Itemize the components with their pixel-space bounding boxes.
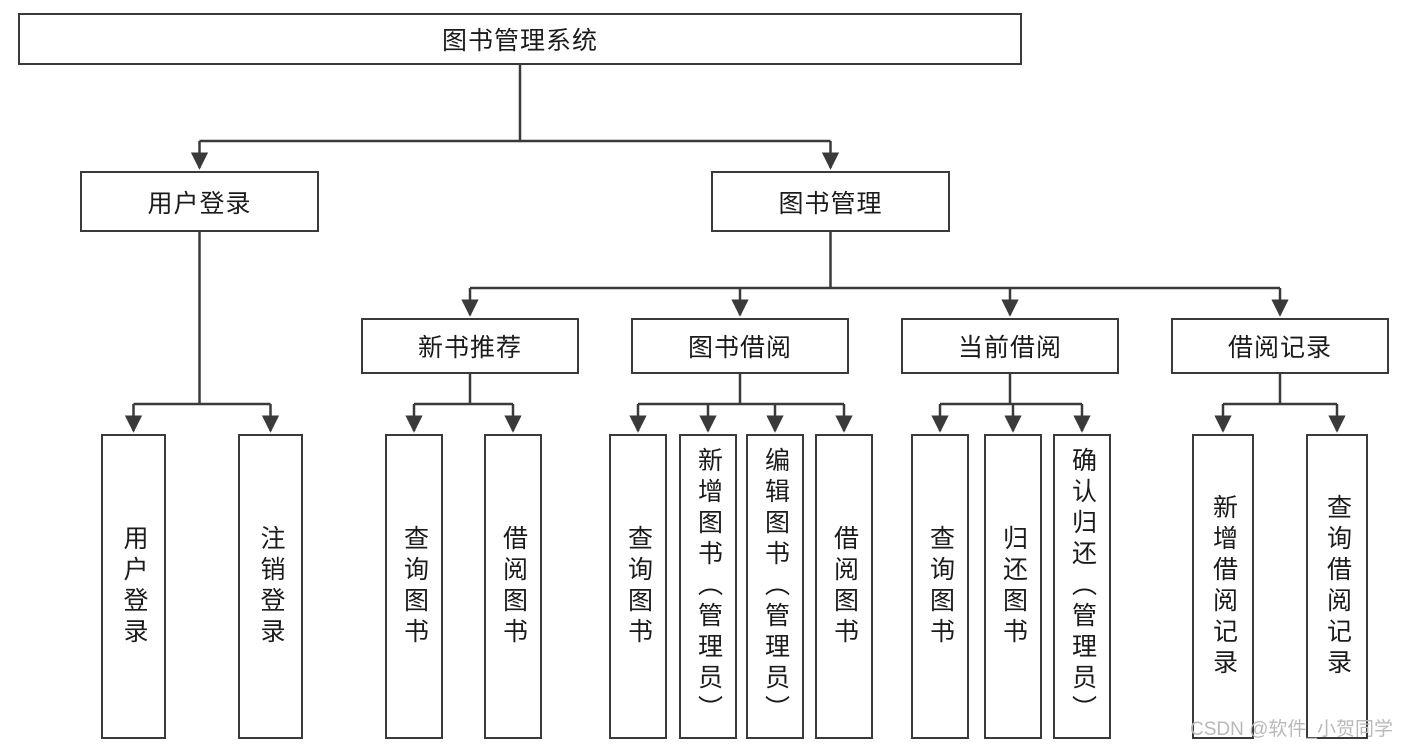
node-label: 用户登录 xyxy=(147,189,252,218)
node-records[interactable]: 借阅记录 xyxy=(1171,318,1389,374)
node-label: 新书推荐 xyxy=(417,334,522,362)
node-leaf-bo-query[interactable]: 查询图书 xyxy=(609,434,667,739)
node-leaf-rec-query[interactable]: 查询借阅记录 xyxy=(1306,434,1368,739)
node-leaf-rec-add[interactable]: 新增借阅记录 xyxy=(1192,434,1254,739)
node-label: 确认归还（管理员） xyxy=(1068,447,1097,726)
node-label: 查询借阅记录 xyxy=(1323,493,1352,680)
node-leaf-bo-edit[interactable]: 编辑图书（管理员） xyxy=(746,434,804,739)
node-leaf-cur-confirm[interactable]: 确认归还（管理员） xyxy=(1053,434,1111,739)
node-label: 当前借阅 xyxy=(957,334,1062,362)
node-bookmgmt[interactable]: 图书管理 xyxy=(711,171,950,232)
node-login[interactable]: 用户登录 xyxy=(80,171,319,232)
node-label: 图书管理 xyxy=(778,189,883,218)
node-newbook[interactable]: 新书推荐 xyxy=(361,318,579,374)
node-label: 借阅图书 xyxy=(499,524,528,649)
node-label: 用户登录 xyxy=(120,524,148,649)
node-label: 新增图书（管理员） xyxy=(694,447,723,726)
node-label: 查询图书 xyxy=(926,524,955,649)
node-label: 图书管理系统 xyxy=(441,27,598,55)
node-root[interactable]: 图书管理系统 xyxy=(18,13,1022,65)
edges-group xyxy=(124,65,1346,433)
node-label: 注销登录 xyxy=(257,524,285,649)
node-label: 新增借阅记录 xyxy=(1209,493,1238,680)
node-label: 编辑图书（管理员） xyxy=(761,447,790,726)
node-leaf-user-logout[interactable]: 注销登录 xyxy=(238,434,303,739)
node-borrow[interactable]: 图书借阅 xyxy=(631,318,849,374)
node-label: 借阅记录 xyxy=(1227,334,1332,362)
node-leaf-cur-query[interactable]: 查询图书 xyxy=(911,434,969,739)
node-leaf-cur-return[interactable]: 归还图书 xyxy=(984,434,1042,739)
node-label: 查询图书 xyxy=(400,524,429,649)
node-label: 借阅图书 xyxy=(830,524,859,649)
node-label: 查询图书 xyxy=(624,524,653,649)
node-leaf-bo-add[interactable]: 新增图书（管理员） xyxy=(679,434,737,739)
node-leaf-new-query[interactable]: 查询图书 xyxy=(385,434,443,739)
node-label: 归还图书 xyxy=(999,524,1028,649)
node-leaf-user-login[interactable]: 用户登录 xyxy=(101,434,166,739)
node-current[interactable]: 当前借阅 xyxy=(901,318,1119,374)
watermark-label: CSDN @软件_小贺同学 xyxy=(1190,719,1393,740)
node-leaf-new-borrow[interactable]: 借阅图书 xyxy=(484,434,542,739)
node-label: 图书借阅 xyxy=(687,334,792,362)
node-leaf-bo-borrow[interactable]: 借阅图书 xyxy=(815,434,873,739)
